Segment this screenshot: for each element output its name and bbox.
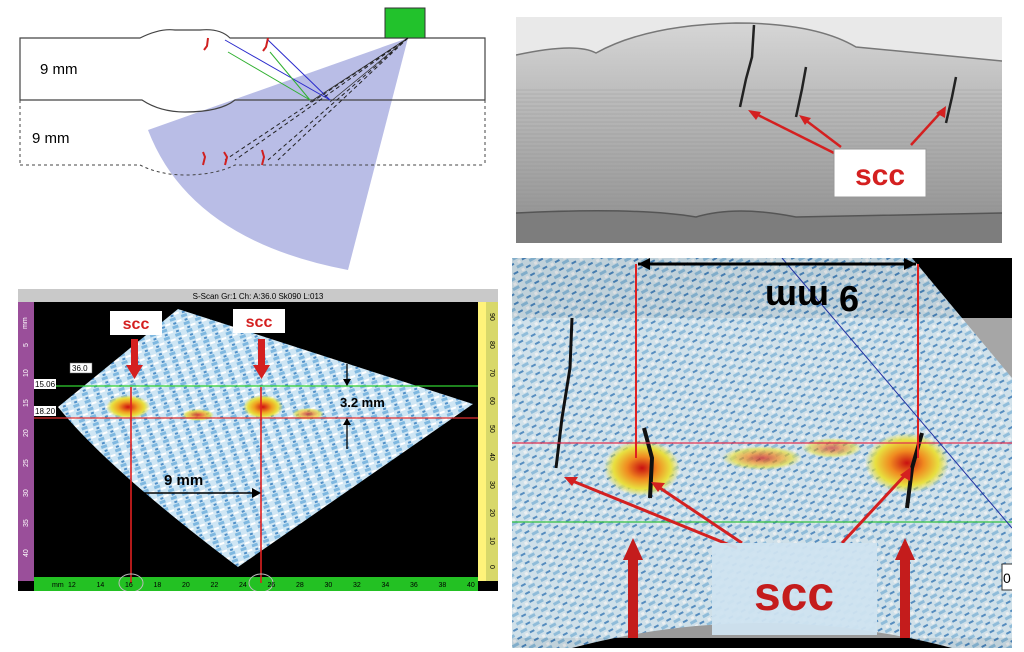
bottom-axis-tick-label: 30 <box>325 582 333 589</box>
fracture-photo: scc <box>516 17 1002 243</box>
bottom-axis-tick-label: 20 <box>182 582 190 589</box>
right-axis-tick-label: 20 <box>488 509 495 517</box>
sscan-fan <box>58 309 473 567</box>
bottom-axis-tick-label: 18 <box>154 582 162 589</box>
overlay-scc-callout: scc <box>754 568 834 621</box>
right-axis-tick-label: 90 <box>488 313 495 321</box>
left-axis-tick-label: 5 <box>23 343 30 347</box>
right-axis-tick-label: 40 <box>488 453 495 461</box>
cursor-angle-value: 36.0 <box>72 364 88 373</box>
left-axis-tick-label: 40 <box>23 549 30 557</box>
left-axis-tick-label: 30 <box>23 489 30 497</box>
green-cursor-value: 15.06 <box>35 380 56 389</box>
bottom-axis-tick-label: 36 <box>410 582 418 589</box>
sscan-spacing-label: 9 mm <box>164 472 203 489</box>
sscan-left-unit: mm <box>22 317 29 329</box>
left-axis-tick-label: 25 <box>23 459 30 467</box>
right-axis-tick-label: 10 <box>488 537 495 545</box>
overlay-dimension-label: 9 mm <box>765 278 859 319</box>
bottom-axis-tick-label: 34 <box>382 582 390 589</box>
sscan-right-axis: 90 80 70 60 50 40 30 20 10 0 <box>488 313 495 569</box>
bottom-axis-tick-label: 38 <box>439 582 447 589</box>
bottom-axis-tick-label: 14 <box>97 582 105 589</box>
right-axis-tick-label: 30 <box>488 481 495 489</box>
bottom-axis-tick-label: 26 <box>268 582 276 589</box>
left-axis-tick-label: 10 <box>23 369 30 377</box>
photo-scc-callout: scc <box>855 159 905 192</box>
beam-fan <box>148 38 408 270</box>
left-axis-tick-label: 20 <box>23 429 30 437</box>
right-axis-tick-label: 0 <box>488 565 495 569</box>
sscan-bottom-axis: 12 14 16 18 20 22 24 26 28 30 32 34 36 38 40 <box>68 582 475 589</box>
top-plate <box>19 29 486 113</box>
sscan-scc-left: scc <box>123 316 150 333</box>
right-axis-tick-label: 50 <box>488 425 495 433</box>
right-axis-tick-label: 60 <box>488 397 495 405</box>
bottom-axis-tick-label: 24 <box>239 582 247 589</box>
sscan-title: S-Scan Gr:1 Ch: A:36.0 Sk090 L:013 <box>193 292 324 301</box>
sscan-height-label: 3.2 mm <box>340 395 385 410</box>
bottom-axis-tick-label: 28 <box>296 582 304 589</box>
left-axis-tick-label: 15 <box>23 399 30 407</box>
sscan-scc-right: scc <box>246 314 273 331</box>
bottom-axis-tick-label: 16 <box>125 582 133 589</box>
sscan-display: S-Scan Gr:1 Ch: A:36.0 Sk090 L:013 15.06… <box>18 289 498 591</box>
probe-wedge <box>384 7 426 39</box>
sscan-bottom-unit: mm <box>52 582 64 589</box>
bottom-axis-tick-label: 22 <box>211 582 219 589</box>
overlay-edge-label: 0 <box>1003 570 1011 586</box>
bottom-axis-tick-label: 40 <box>467 582 475 589</box>
ut-schematic: 9 mm 9 mm <box>19 7 486 270</box>
top-thickness-label: 9 mm <box>40 61 78 78</box>
sscan-left-axis: 5 10 15 20 25 30 35 40 <box>23 343 30 557</box>
left-axis-tick-label: 35 <box>23 519 30 527</box>
bottom-axis-tick-label: 12 <box>68 582 76 589</box>
overlay-image: 9 mm scc 0 <box>512 258 1012 648</box>
bottom-thickness-label: 9 mm <box>32 130 70 147</box>
right-axis-tick-label: 80 <box>488 341 495 349</box>
bottom-axis-tick-label: 32 <box>353 582 361 589</box>
right-axis-tick-label: 70 <box>488 369 495 377</box>
red-cursor-value: 18.20 <box>35 407 56 416</box>
